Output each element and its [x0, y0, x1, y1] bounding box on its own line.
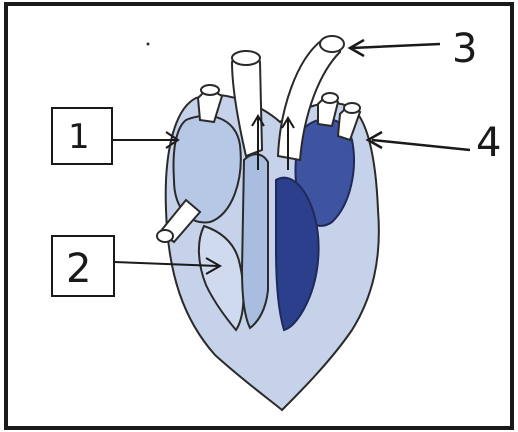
vessel-central-tall-opening — [232, 51, 260, 65]
central-channel — [242, 154, 268, 328]
label-2-text: 2 — [66, 246, 91, 292]
vessel-left-lower-opening — [157, 230, 173, 242]
label-1-arrow — [112, 132, 178, 148]
ink-speck — [147, 43, 150, 46]
vessel-curved-right-opening — [320, 36, 344, 52]
label-4-arrow — [368, 132, 470, 150]
vessel-right-2-opening — [344, 103, 360, 113]
vessel-left-top-opening — [201, 85, 219, 95]
label-3-arrow — [350, 40, 440, 56]
label-1-text: 1 — [68, 117, 90, 157]
label-3-text: 3 — [452, 26, 477, 72]
label-4-text: 4 — [476, 120, 501, 166]
vessel-right-1-opening — [322, 93, 338, 103]
